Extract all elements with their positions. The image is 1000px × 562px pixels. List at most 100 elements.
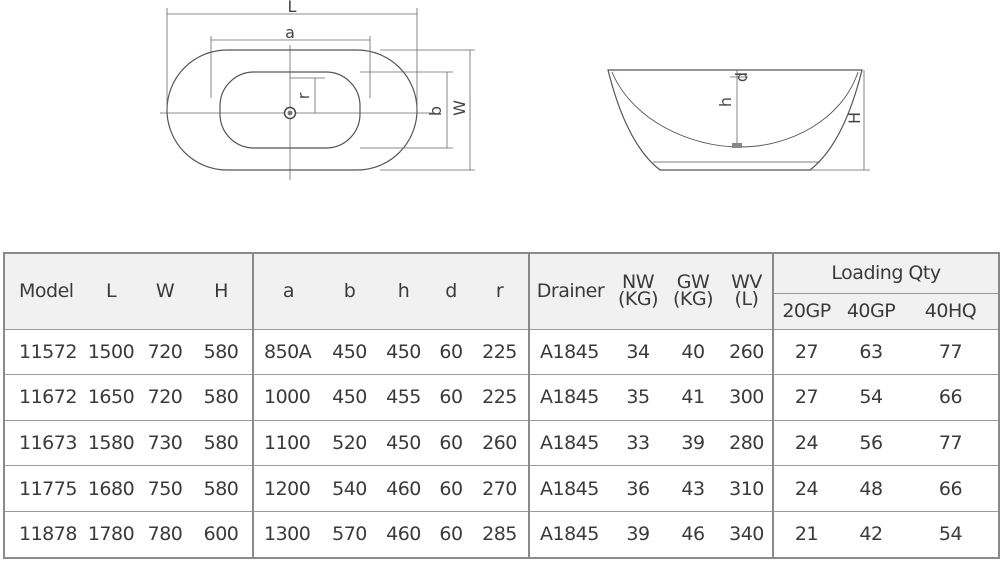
label-L: L [288, 0, 297, 16]
table-cell: 60 [431, 465, 471, 512]
header-gw: GW(KG) [665, 252, 721, 330]
table-cell: 11672 [3, 374, 82, 421]
table-cell: 300 [721, 374, 773, 421]
table-cell: 600 [190, 510, 253, 559]
table-cell: 43 [665, 465, 721, 512]
table-cell: A1845 [528, 510, 611, 559]
tub-side-outline [607, 69, 863, 171]
header-loading-qty: Loading Qty [771, 252, 1000, 294]
table-cell: A1845 [528, 419, 611, 467]
specification-table: Model L W H a b h d r Drainer NW(KG) GW(… [3, 252, 1000, 559]
table-cell: 41 [665, 374, 721, 421]
table-cell: 1780 [82, 510, 140, 559]
table-cell: 570 [323, 510, 376, 559]
table-cell: 1680 [82, 465, 140, 512]
table-cell: 580 [190, 465, 253, 512]
table-cell: 580 [190, 328, 253, 376]
table-cell: 520 [323, 419, 376, 467]
table-cell: 225 [471, 328, 529, 376]
header-h: h [376, 252, 431, 330]
table-cell: 225 [471, 374, 529, 421]
table-cell: 730 [140, 419, 190, 467]
overflow-drain-icon [732, 143, 742, 148]
table-cell: 260 [721, 328, 773, 376]
table-cell: 77 [903, 328, 1000, 376]
table-cell: 66 [903, 465, 1000, 512]
table-cell: 11673 [3, 419, 82, 467]
header-b: b [323, 252, 376, 330]
header-r: r [471, 252, 529, 330]
table-cell: 35 [611, 374, 665, 421]
table-cell: 66 [903, 374, 1000, 421]
drain-icon [283, 106, 297, 120]
table-cell: 260 [471, 419, 529, 467]
table-cell: 60 [431, 510, 471, 559]
table-cell: 1100 [252, 419, 323, 467]
table-cell: 460 [376, 465, 431, 512]
table-cell: 42 [839, 510, 903, 559]
table-cell: 56 [839, 419, 903, 467]
header-40gp: 40GP [839, 292, 903, 330]
header-L: L [82, 252, 140, 330]
header-W: W [140, 252, 190, 330]
header-model: Model [3, 252, 82, 330]
table-cell: 280 [721, 419, 773, 467]
table-cell: 24 [772, 419, 839, 467]
header-20gp: 20GP [772, 292, 839, 330]
table-cell: 27 [772, 374, 839, 421]
header-wv: WV(L) [721, 252, 773, 330]
label-d: d [732, 72, 751, 82]
table-cell: A1845 [528, 465, 611, 512]
table-cell: 310 [721, 465, 773, 512]
table-cell: 450 [323, 374, 376, 421]
header-drainer: Drainer [528, 252, 611, 330]
bathtub-top-view-drawing: L a r b W [160, 0, 475, 180]
table-cell: 11878 [3, 510, 82, 559]
table-cell: 450 [323, 328, 376, 376]
table-cell: 48 [839, 465, 903, 512]
label-H: H [845, 112, 864, 124]
table-cell: 21 [772, 510, 839, 559]
header-40hq: 40HQ [903, 292, 1000, 330]
table-cell: 27 [772, 328, 839, 376]
table-cell: 850A [252, 328, 323, 376]
table-cell: A1845 [528, 328, 611, 376]
label-r: r [294, 92, 313, 99]
table-cell: 1200 [252, 465, 323, 512]
table-cell: 580 [190, 419, 253, 467]
table-header-row-1: Model L W H a b h d r Drainer NW(KG) GW(… [3, 252, 1000, 330]
tub-inner-curve [611, 71, 859, 148]
label-a: a [285, 23, 295, 42]
table-cell: 450 [376, 328, 431, 376]
header-d: d [431, 252, 471, 330]
table-cell: 270 [471, 465, 529, 512]
table-cell: 46 [665, 510, 721, 559]
table-cell: 720 [140, 328, 190, 376]
table-cell: 11572 [3, 328, 82, 376]
table-cell: 34 [611, 328, 665, 376]
header-nw: NW(KG) [611, 252, 665, 330]
table-cell: 39 [611, 510, 665, 559]
table-cell: 720 [140, 374, 190, 421]
table-cell: 60 [431, 374, 471, 421]
header-a: a [252, 252, 323, 330]
table-cell: 40 [665, 328, 721, 376]
table-cell: 580 [190, 374, 253, 421]
table-cell: 36 [611, 465, 665, 512]
table-cell: 24 [772, 465, 839, 512]
table-cell: 540 [323, 465, 376, 512]
table-cell: 1650 [82, 374, 140, 421]
table-cell: 1580 [82, 419, 140, 467]
table-cell: 11775 [3, 465, 82, 512]
table-cell: 33 [611, 419, 665, 467]
label-W: W [450, 100, 469, 116]
table-cell: 285 [471, 510, 529, 559]
header-H: H [190, 252, 253, 330]
table-cell: 460 [376, 510, 431, 559]
table-cell: 60 [431, 419, 471, 467]
